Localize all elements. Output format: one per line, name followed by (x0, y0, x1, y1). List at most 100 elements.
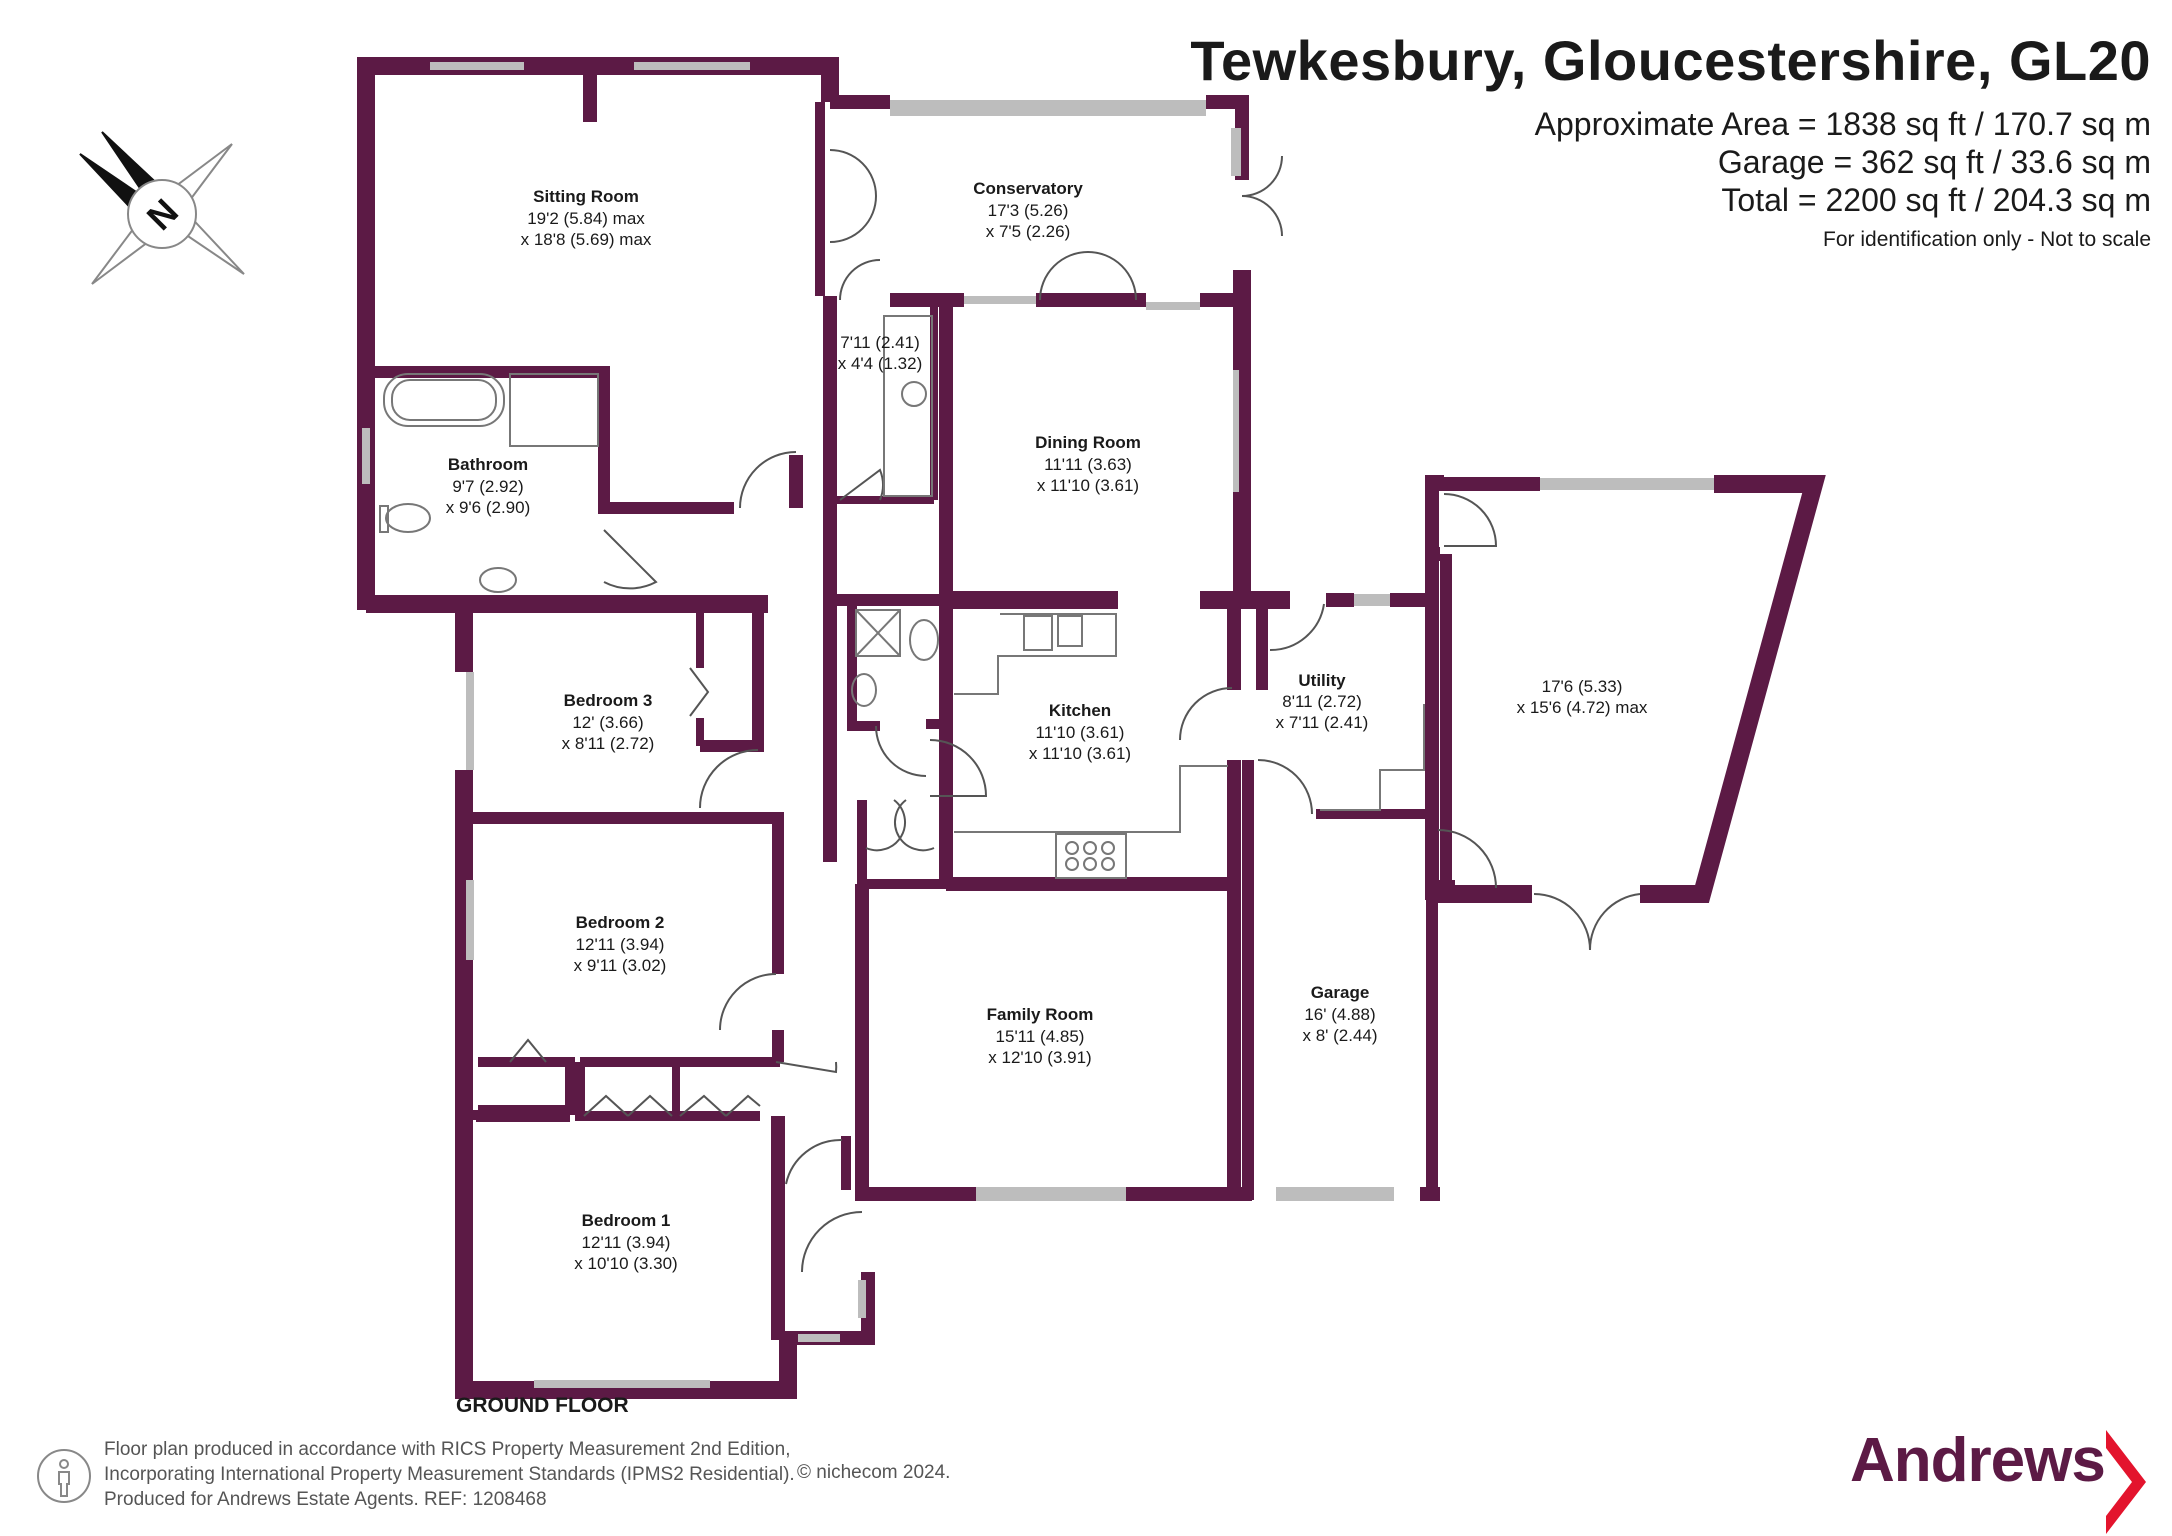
footer-text: Floor plan produced in accordance with R… (104, 1437, 795, 1512)
room-dimension: x 18'8 (5.69) max (521, 230, 652, 249)
door-swing (679, 1094, 727, 1117)
footer-line: Produced for Andrews Estate Agents. REF:… (104, 1489, 547, 1510)
sink-icon (1023, 615, 1053, 651)
footer-line: Incorporating International Property Mea… (104, 1464, 795, 1485)
person-circle (37, 1449, 91, 1503)
room-conservatory: Conservatory 17'3 (5.26) x 7'5 (2.26) (973, 179, 1083, 241)
door-swing (627, 1094, 673, 1117)
kitchen-counter (954, 765, 1228, 833)
hob-icon (1055, 833, 1127, 879)
area-total: Total = 2200 sq ft / 204.3 sq m (1721, 182, 2151, 218)
room-store: 7'11 (2.41) x 4'4 (1.32) (838, 333, 923, 373)
room-name: Garage (1311, 983, 1370, 1002)
compass-circle (127, 179, 197, 249)
room-bedroom-2: Bedroom 2 12'11 (3.94) x 9'11 (3.02) (574, 913, 667, 975)
room-dimension: x 12'10 (3.91) (988, 1048, 1091, 1067)
floor-label: GROUND FLOOR (456, 1394, 629, 1417)
hob-ring (1083, 857, 1097, 871)
door-swing (1533, 893, 1591, 951)
hob-ring (1083, 841, 1097, 855)
door-swing (509, 1038, 547, 1063)
door-swing (583, 1094, 629, 1117)
room-dimension: x 11'10 (3.61) (1037, 476, 1139, 495)
room-name: Bedroom 2 (576, 913, 665, 932)
fixtures (379, 315, 1425, 879)
door-swing (785, 1138, 843, 1185)
room-labels: Sitting Room 19'2 (5.84) max x 18'8 (5.6… (446, 179, 1648, 1273)
room-dimension: x 11'10 (3.61) (1029, 744, 1131, 763)
wall-bed3-east (700, 610, 764, 752)
room-garage: Garage 16' (4.88) x 8' (2.44) (1302, 983, 1377, 1045)
room-name: Sitting Room (533, 187, 639, 206)
wall-wardrobe (575, 1062, 760, 1121)
door-swing (1257, 759, 1313, 815)
copyright: © nichecom 2024. (797, 1462, 951, 1483)
toilet-icon (385, 503, 431, 533)
door-swing (1087, 251, 1137, 301)
compass-icon: N (79, 131, 245, 285)
room-dimension: 19'2 (5.84) max (527, 209, 645, 228)
bath-inner (391, 379, 497, 421)
room-sitting-room: Sitting Room 19'2 (5.84) max x 18'8 (5.6… (521, 187, 652, 249)
walls (357, 57, 1826, 1399)
room-name: Utility (1298, 671, 1346, 690)
door-swing (725, 1094, 761, 1117)
door-swing (839, 259, 881, 301)
room-name: Bedroom 3 (564, 691, 653, 710)
room-dimension: 12'11 (3.94) (582, 1233, 671, 1252)
door-swing (603, 529, 658, 590)
footer-line: Floor plan produced in accordance with R… (104, 1439, 791, 1460)
disclaimer: For identification only - Not to scale (1823, 228, 2151, 251)
room-bedroom-3: Bedroom 3 12' (3.66) x 8'11 (2.72) (562, 691, 655, 753)
door-swing (865, 799, 907, 852)
windows (362, 62, 1714, 1388)
area-garage: Garage = 362 sq ft / 33.6 sq m (1717, 144, 2151, 180)
area-approximate: Approximate Area = 1838 sq ft / 170.7 sq… (1534, 106, 2151, 142)
wall-porch (781, 1290, 875, 1345)
wall-workshop (1425, 475, 1444, 561)
basin-icon (851, 673, 877, 707)
toilet-icon (909, 619, 939, 661)
hob-ring (1065, 841, 1079, 855)
wall-family-west (855, 884, 976, 1201)
door-swing (1443, 493, 1498, 547)
room-family-room: Family Room 15'11 (4.85) x 12'10 (3.91) (987, 1005, 1094, 1067)
room-dimension: x 8'11 (2.72) (562, 734, 655, 753)
hob-ring (1101, 841, 1115, 855)
door-swing (1437, 829, 1497, 889)
person-head (59, 1459, 69, 1469)
shower-icon (855, 609, 901, 657)
door-swing (829, 149, 877, 197)
room-dimension: 17'6 (5.33) (1542, 677, 1623, 696)
room-dimension: x 8' (2.44) (1302, 1026, 1377, 1045)
door-swing (829, 195, 877, 243)
door-swing (775, 1061, 838, 1074)
wall-conservatory-east (1206, 95, 1249, 180)
room-dimension: x 15'6 (4.72) max (1517, 698, 1648, 717)
door-swing (801, 1211, 863, 1273)
doors (509, 149, 1641, 1273)
wall-bed-outer (455, 880, 797, 1399)
room-dimension: x 10'10 (3.30) (574, 1254, 677, 1273)
door-swing (875, 725, 927, 777)
door-swing (893, 799, 935, 852)
basin-icon (901, 381, 927, 407)
sink-icon (1057, 615, 1083, 647)
bath-panel (509, 373, 599, 447)
door-swing (739, 451, 797, 509)
door-swing (689, 667, 710, 717)
door-swing (929, 739, 988, 797)
room-dimension: x 9'6 (2.90) (446, 498, 531, 517)
person-icon (37, 1449, 91, 1503)
room-name: Family Room (987, 1005, 1094, 1024)
wall-sitting-outer (357, 57, 839, 610)
room-dimension: 17'3 (5.26) (988, 201, 1069, 220)
door-swing (1269, 603, 1325, 652)
brand-name: Andrews (1850, 1426, 2106, 1495)
page-title: Tewkesbury, Gloucestershire, GL20 (1190, 29, 2151, 92)
room-dimension: x 7'11 (2.41) (1276, 713, 1369, 732)
room-name: Bedroom 1 (582, 1211, 671, 1230)
room-dimension: 11'10 (3.61) (1036, 723, 1125, 742)
room-dimension: x 7'5 (2.26) (986, 222, 1071, 241)
